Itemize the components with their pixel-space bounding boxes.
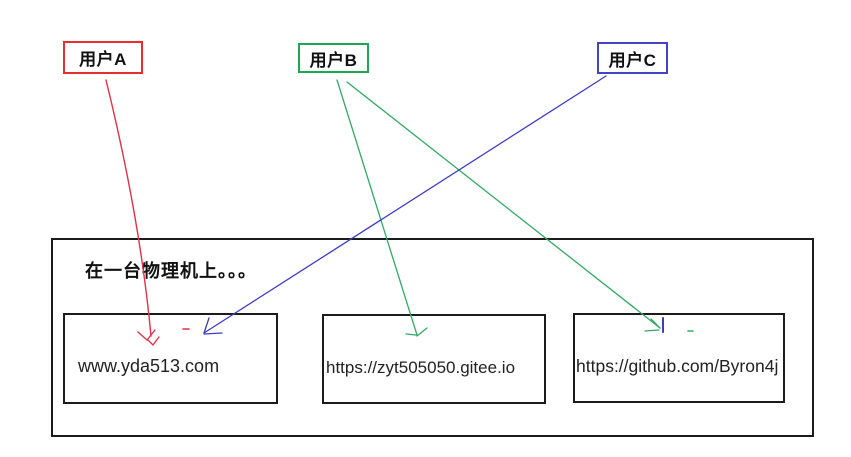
node-user-b: 用户B (298, 43, 369, 73)
node-site-yda513: www.yda513.com (63, 313, 278, 404)
node-site-github: https://github.com/Byron4j (573, 313, 785, 403)
node-user-a-label: 用户A (79, 50, 127, 69)
site-gitee-url: https://zyt505050.gitee.io (326, 358, 516, 377)
physical-machine-label: 在一台物理机上。。。 (85, 261, 257, 281)
node-user-c: 用户C (597, 42, 668, 74)
site-github-url: https://github.com/Byron4j (576, 355, 779, 376)
node-user-b-label: 用户B (309, 50, 358, 70)
site-yda513-url: www.yda513.com (78, 356, 220, 376)
node-site-gitee: https://zyt505050.gitee.io (322, 314, 546, 404)
node-user-a: 用户A (63, 41, 143, 74)
node-user-c-label: 用户C (608, 50, 657, 70)
